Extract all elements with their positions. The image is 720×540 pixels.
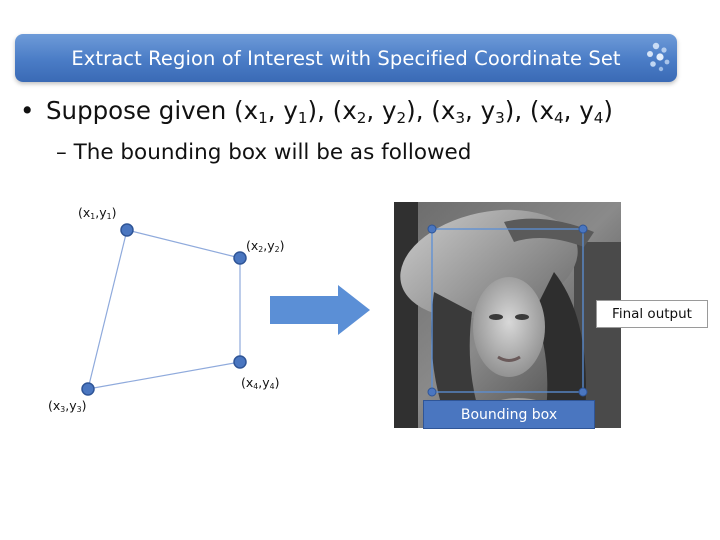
decorative-dots-icon <box>647 42 670 72</box>
output-photo <box>394 202 621 428</box>
point-label-4: (x4,y4) <box>241 375 280 391</box>
point-label-3: (x3,y3) <box>48 398 87 414</box>
quadrilateral-outline <box>87 229 241 390</box>
slide-title: Extract Region of Interest with Specifie… <box>71 46 621 70</box>
arrow-right-icon <box>270 285 370 335</box>
point-marker-2 <box>233 251 247 265</box>
point-marker-4 <box>233 355 247 369</box>
final-output-label: Final output <box>596 300 708 328</box>
sub-bullet: – The bounding box will be as followed <box>56 140 472 165</box>
point-label-2: (x2,y2) <box>246 238 285 254</box>
point-label-1: (x1,y1) <box>78 205 117 221</box>
bounding-box-overlay <box>427 224 588 397</box>
bounding-box-label: Bounding box <box>423 400 595 429</box>
bullet-marker: • <box>20 96 35 125</box>
point-marker-1 <box>120 223 134 237</box>
main-bullet: • Suppose given (x1, y1), (x2, y2), (x3, … <box>20 96 710 136</box>
slide-title-bar: Extract Region of Interest with Specifie… <box>15 34 677 82</box>
point-marker-3 <box>81 382 95 396</box>
bullet-text: Suppose given (x1, y1), (x2, y2), (x3, y… <box>46 96 613 127</box>
